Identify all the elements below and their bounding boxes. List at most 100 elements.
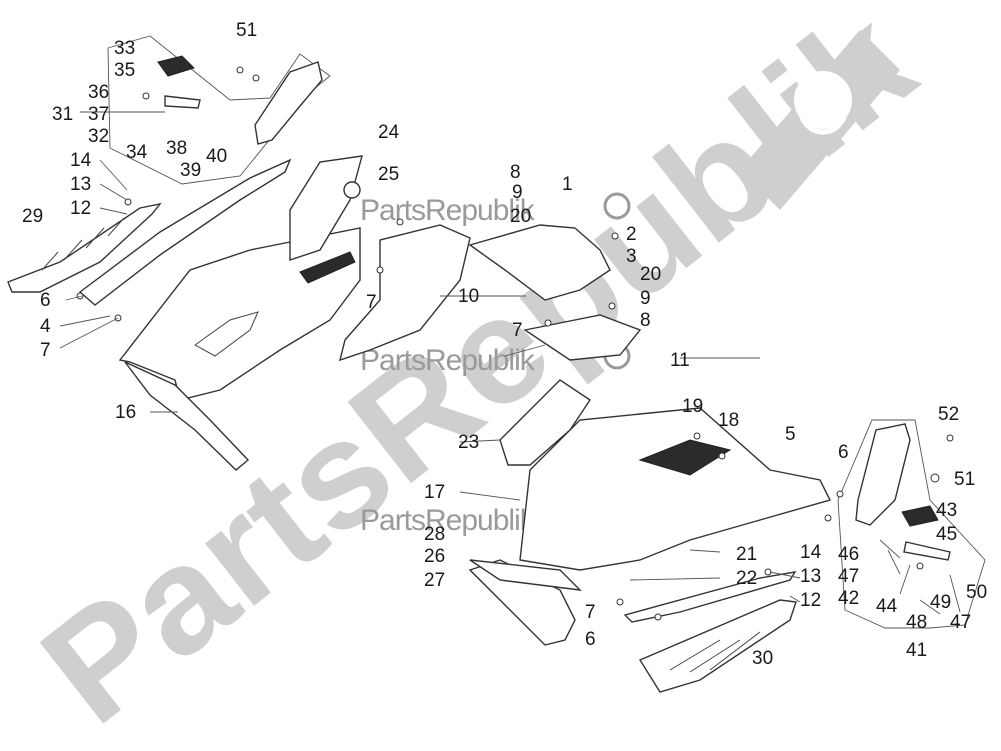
callout-label: 26	[424, 546, 445, 567]
watermark-small-text: PartsRepublik	[360, 504, 536, 537]
part-5-vent-right	[638, 439, 732, 476]
watermark-small-text: PartsRepublik	[360, 194, 536, 227]
callout-label: 4	[40, 316, 51, 337]
callout-label: 9	[512, 182, 523, 203]
part-10-center-bracket	[339, 224, 471, 362]
part-27-trim	[469, 559, 582, 591]
callout-label: 23	[458, 432, 479, 453]
gear-icon	[603, 192, 631, 220]
callout-label: 47	[950, 612, 971, 633]
callout-label: 18	[718, 410, 739, 431]
part-11-inner-cover	[523, 314, 642, 361]
callout-label: 41	[906, 640, 927, 661]
callout-label: 3	[626, 246, 637, 267]
callout-label: 6	[40, 290, 51, 311]
callout-label: 6	[838, 442, 849, 463]
part-1-top-cover	[468, 224, 611, 301]
callout-label: 33	[114, 38, 135, 59]
callout-label: 1	[562, 174, 573, 195]
callout-label: 7	[512, 320, 523, 341]
callout-label: 27	[424, 570, 445, 591]
part-16-vent-left	[299, 251, 356, 284]
part-33-footpeg-left	[157, 55, 195, 77]
part-16-inner-opening	[194, 311, 259, 357]
watermark-small-text: PartsRepublik	[360, 344, 536, 377]
callout-label: 40	[206, 146, 227, 167]
callout-label: 31	[52, 104, 73, 125]
callout-label: 42	[838, 588, 859, 609]
callout-label: 35	[114, 60, 135, 81]
callout-label: 38	[166, 138, 187, 159]
callout-label: 16	[115, 402, 136, 423]
callout-label: 32	[88, 126, 109, 147]
callout-label: 36	[88, 82, 109, 103]
watermark-small-1: PartsRepublik	[360, 192, 631, 227]
callout-label: 9	[640, 288, 651, 309]
callout-label: 51	[236, 20, 257, 41]
group-outline-left	[107, 35, 331, 185]
part-41-footrest-bracket-right	[855, 423, 911, 526]
gear-wrench-icon	[740, 30, 900, 210]
callout-label: 45	[936, 524, 957, 545]
callout-label: 8	[510, 162, 521, 183]
callout-label: 51	[954, 469, 975, 490]
callout-label: 17	[424, 482, 445, 503]
part-43-footpeg-right	[901, 505, 939, 527]
callout-label: 12	[800, 590, 821, 611]
callout-label: 49	[930, 592, 951, 613]
part-42-footpeg-arm-right	[903, 541, 951, 561]
callout-label: 19	[682, 396, 703, 417]
callout-label: 34	[126, 142, 148, 163]
part-24-upper-fairing	[289, 155, 363, 261]
callout-label: 52	[938, 404, 959, 425]
callout-label: 7	[40, 340, 51, 361]
leader-lines	[59, 111, 961, 615]
part-12-rail-right	[623, 571, 797, 623]
callout-label: 30	[752, 648, 773, 669]
callout-label: 13	[70, 174, 91, 195]
callout-label: 43	[936, 500, 957, 521]
fasteners	[76, 66, 954, 621]
callout-label: 24	[378, 122, 400, 143]
callout-label: 50	[966, 582, 987, 603]
part-5-side-panel-right	[519, 407, 832, 571]
callout-label: 20	[640, 264, 661, 285]
callout-label: 29	[22, 206, 43, 227]
part-37-footpeg-arm-left	[164, 95, 201, 109]
callout-label: 5	[785, 424, 796, 445]
mat-ribs-right	[669, 631, 761, 673]
part-30-footboard-mat-right	[638, 599, 797, 693]
callout-label: 14	[800, 542, 822, 563]
callout-label: 46	[838, 544, 859, 565]
callout-label: 2	[626, 224, 637, 245]
part-16-side-panel-left	[118, 227, 361, 401]
callout-label: 25	[378, 164, 399, 185]
callout-label: 13	[800, 566, 821, 587]
part-31-footrest-bracket-left	[254, 61, 323, 145]
group-outline-right	[837, 419, 986, 629]
part-25-grommet	[343, 181, 361, 199]
callout-label: 37	[88, 104, 109, 125]
callout-label: 21	[736, 544, 757, 565]
callout-label: 28	[424, 524, 445, 545]
part-29-footboard-mat-left	[7, 202, 162, 293]
callout-label: 8	[640, 310, 651, 331]
callout-label: 48	[906, 612, 927, 633]
callout-label: 39	[180, 160, 201, 181]
callout-label: 47	[838, 566, 859, 587]
callout-label: 22	[736, 568, 757, 589]
callout-label: 11	[670, 350, 690, 371]
callout-label: 14	[70, 150, 92, 171]
callout-label: 10	[458, 286, 479, 307]
callout-label: 7	[585, 602, 596, 623]
callout-label: 12	[70, 198, 91, 219]
callout-label: 20	[510, 206, 531, 227]
callout-label: 44	[876, 596, 898, 617]
part-4-rail-left	[78, 158, 292, 306]
mat-ribs-left	[41, 217, 125, 271]
callout-labels: 51 33 35 36 37 31 32 34 38 40 39 14 13 1…	[22, 20, 987, 669]
part-16-lower-tail	[124, 361, 250, 471]
callout-label: 6	[585, 629, 596, 650]
